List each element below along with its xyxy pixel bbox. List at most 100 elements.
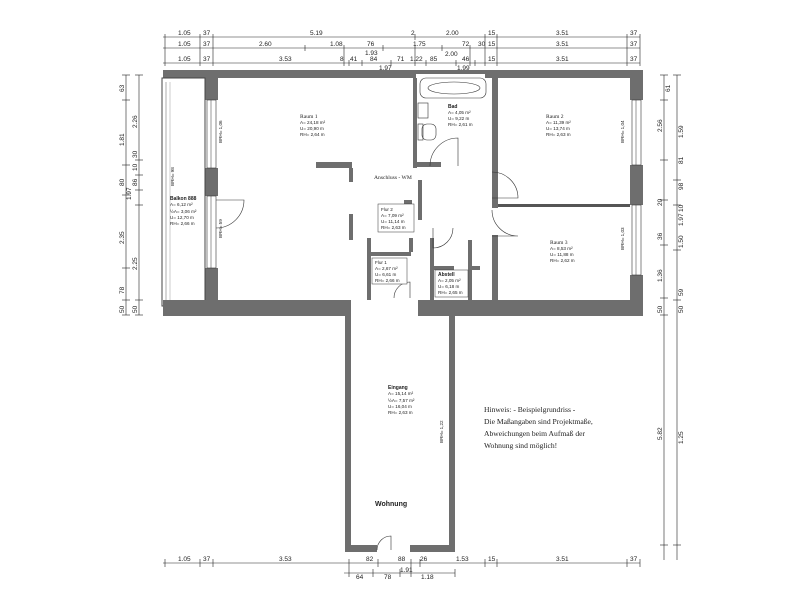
room-perimeter: U= 11,88 m bbox=[550, 252, 574, 257]
dim-bottom-9: 3.51 bbox=[556, 556, 569, 563]
dim-top-r2-9: 30 bbox=[478, 41, 486, 48]
room-perimeter: U= 11,14 m bbox=[381, 219, 405, 224]
top-dimension-lines: 1.05 37 5.19 2 2.00 15 3.51 37 1.05 37 2… bbox=[163, 30, 641, 72]
dim-left-3: 80 bbox=[119, 178, 126, 186]
room-name: Raum 3 bbox=[550, 240, 568, 246]
dim-top-r3-11: 85 bbox=[430, 56, 438, 63]
hinweis-note: Hinweis: - Beispielgrundriss - Die Maßan… bbox=[484, 405, 593, 450]
brh-balkon-door: BRH= 59 bbox=[218, 219, 223, 238]
room-height: RH= 2,65 m bbox=[438, 290, 463, 295]
room-raum3: Raum 3 A= 8,53 m² U= 11,88 m RH= 2,62 m bbox=[550, 240, 575, 263]
dim-left-4: 1.97 bbox=[126, 187, 133, 200]
dim-bottom-3: 3.53 bbox=[279, 556, 292, 563]
brh-balkon: BRH= 98 bbox=[170, 167, 175, 186]
room-perimeter: U= 12,70 m bbox=[170, 215, 194, 220]
dim-top-r3-15: 3.51 bbox=[556, 56, 569, 63]
room-area: A= 6,12 m² bbox=[170, 202, 193, 207]
dim-top-r2-11: 3.51 bbox=[556, 41, 569, 48]
room-height: RH= 2,63 m bbox=[546, 132, 571, 137]
dim-top-6: 15 bbox=[488, 30, 496, 37]
anschluss-wm-label: Anschluss - WM bbox=[374, 175, 412, 181]
dim-right-14: 50 bbox=[657, 305, 664, 313]
room-area: A= 2,05 m² bbox=[438, 278, 461, 283]
dim-left-9: 10 bbox=[132, 163, 139, 171]
room-height: RH= 2,63 m bbox=[388, 410, 413, 415]
dim-bottom-2: 37 bbox=[203, 556, 211, 563]
toilet bbox=[421, 123, 437, 141]
dim-bottom-r2-3: 1.91 bbox=[400, 567, 413, 574]
room-area: A= 7,09 m² bbox=[381, 213, 404, 218]
sink bbox=[417, 102, 429, 119]
room-area-half: ½A= 3,06 m² bbox=[170, 208, 197, 214]
dim-bottom-8: 15 bbox=[488, 556, 496, 563]
dim-top-r3-14: 1.99 bbox=[457, 65, 470, 72]
room-area: A= 11,39 m² bbox=[546, 120, 571, 125]
right-dimension-lines: 61 1.59 10 1.97 1.50 59 50 2.56 81 98 20… bbox=[657, 74, 685, 560]
room-balkon: Balkon 888 A= 6,12 m² ½A= 3,06 m² U= 12,… bbox=[170, 196, 197, 226]
room-area-half: ½A= 7,57 m² bbox=[388, 397, 415, 403]
dim-right-7: 50 bbox=[678, 305, 685, 313]
dim-top-r3-1: 1.05 bbox=[178, 56, 191, 63]
dim-top-8: 37 bbox=[630, 30, 638, 37]
room-perimeter: U= 20,90 m bbox=[300, 126, 324, 131]
dim-bottom-r2-2: 78 bbox=[384, 574, 392, 581]
dim-left-10: 86 bbox=[132, 178, 139, 186]
dim-left-2: 1.81 bbox=[119, 133, 126, 146]
dim-top-r3-4: 8 bbox=[340, 56, 344, 63]
dim-top-r3-8: 71 bbox=[397, 56, 405, 63]
room-height: RH= 2,66 m bbox=[170, 221, 195, 226]
room-perimeter: U= 6,18 m bbox=[438, 284, 459, 289]
room-name: Bad bbox=[448, 104, 457, 110]
dim-top-r3-12: 46 bbox=[462, 56, 470, 63]
dim-top-r2-12: 37 bbox=[630, 41, 638, 48]
dim-top-r2-8: 72 bbox=[462, 41, 470, 48]
bathtub bbox=[419, 77, 487, 99]
dim-top-7: 3.51 bbox=[556, 30, 569, 37]
room-raum1: Raum 1 A= 24,18 m² U= 20,90 m RH= 2,64 m bbox=[300, 114, 326, 137]
dim-bottom-7: 1.53 bbox=[456, 556, 469, 563]
room-height: RH= 2,64 m bbox=[300, 132, 325, 137]
dim-top-r2-4: 1.08 bbox=[330, 41, 343, 48]
dim-top-r2-2: 37 bbox=[203, 41, 211, 48]
note-line-2: Die Maßangaben sind Projektmaße, bbox=[484, 417, 593, 426]
room-area: A= 24,18 m² bbox=[300, 120, 326, 125]
room-name: Raum 2 bbox=[546, 114, 564, 120]
left-dimension-lines: 63 1.81 80 1.97 2.35 78 50 2.26 10 86 30… bbox=[119, 74, 143, 316]
dim-bottom-4: 82 bbox=[366, 556, 374, 563]
room-raum2: Raum 2 A= 11,39 m² U= 13,74 m RH= 2,63 m bbox=[546, 114, 571, 137]
dim-right-9: 81 bbox=[678, 156, 685, 164]
dim-top-1: 1.05 bbox=[178, 30, 191, 37]
room-height: RH= 2,61 m bbox=[448, 122, 473, 127]
windows bbox=[206, 99, 642, 276]
room-height: RH= 2,66 m bbox=[375, 278, 400, 283]
dim-right-6: 59 bbox=[678, 288, 685, 296]
brh-raum3: BRH= 1,03 bbox=[620, 227, 625, 250]
room-area: A= 15,14 m² bbox=[388, 391, 414, 396]
dim-left-11: 30 bbox=[132, 150, 139, 158]
room-name: Raum 1 bbox=[300, 114, 318, 120]
brh-eingang: BRH= 1,22 bbox=[439, 420, 444, 443]
room-height: RH= 2,62 m bbox=[550, 258, 575, 263]
dim-top-3: 5.19 bbox=[310, 30, 323, 37]
room-flur2: Flur 2 A= 7,09 m² U= 11,14 m RH= 2,63 m bbox=[377, 203, 415, 233]
dim-top-r2-6: 1.93 bbox=[365, 50, 378, 57]
brh-raum1: BRH= 1,06 bbox=[218, 120, 223, 143]
dim-top-r2-5: 76 bbox=[367, 41, 375, 48]
dim-right-8: 2.56 bbox=[657, 119, 664, 132]
room-area: A= 2,67 m² bbox=[375, 266, 398, 271]
dim-bottom-r2-4: 1.18 bbox=[421, 574, 434, 581]
dim-top-r3-2: 37 bbox=[203, 56, 211, 63]
room-height: RH= 2,63 m bbox=[381, 225, 406, 230]
dim-left-12: 2.25 bbox=[132, 257, 139, 270]
walls bbox=[161, 70, 643, 552]
dim-right-11: 20 bbox=[657, 198, 664, 206]
dim-top-4: 2 bbox=[411, 30, 415, 37]
room-abstell: Abstell A= 2,05 m² U= 6,18 m RH= 2,65 m bbox=[434, 269, 469, 298]
room-name: Balkon 888 bbox=[170, 196, 197, 202]
dim-right-15: 5.82 bbox=[657, 427, 664, 440]
dim-top-r2-7: 1.75 bbox=[413, 41, 426, 48]
dim-right-10: 98 bbox=[678, 182, 685, 190]
dim-top-r3-13: 15 bbox=[488, 56, 496, 63]
note-line-4: Wohnung sind möglich! bbox=[484, 441, 557, 450]
